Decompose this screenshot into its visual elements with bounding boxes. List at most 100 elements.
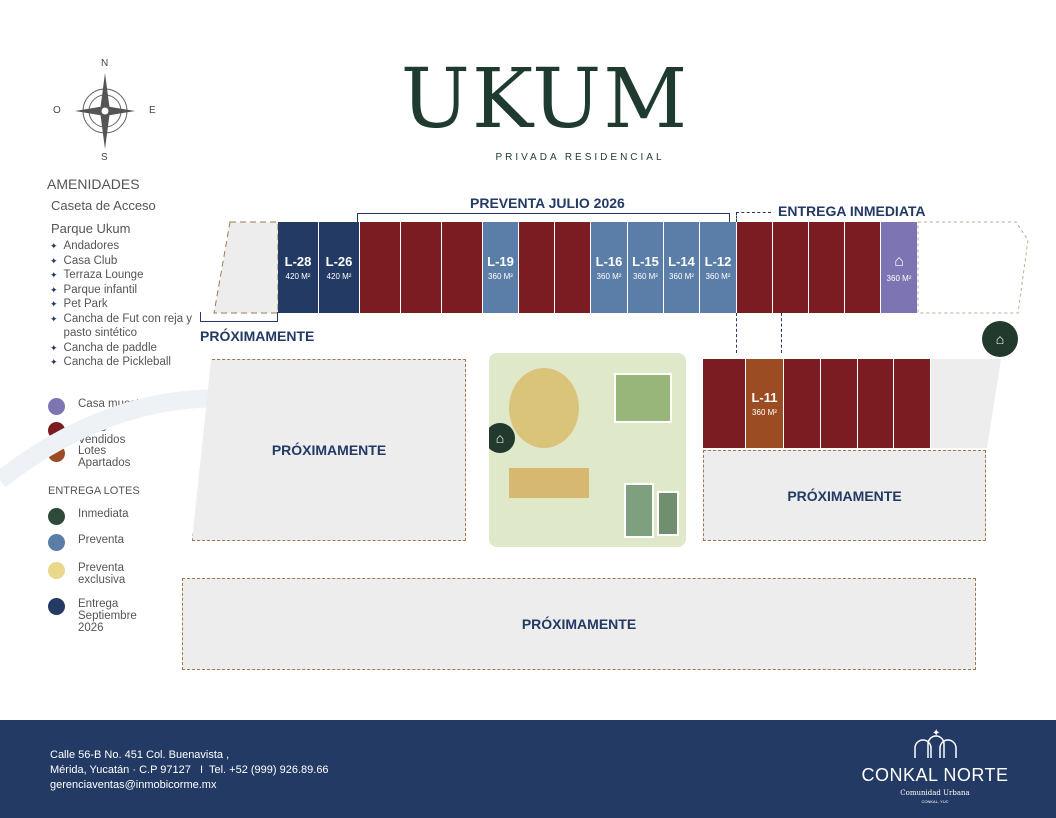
amenities-title: AMENIDADES [47,176,140,192]
star-icon: ✦ [50,270,58,280]
ukum-logo: UKUM PRIVADA RESIDENCIAL [395,50,695,163]
entrega-label: ENTREGA INMEDIATA [778,203,926,219]
star-icon: ✦ [50,255,58,266]
lot-sold[interactable] [773,222,808,313]
star-icon: ✦ [50,342,58,353]
amenity-label: Pet Park [63,298,108,310]
lot-size: 360 M² [752,408,777,417]
lot-id: L-19 [487,254,514,269]
svg-text:✦: ✦ [932,728,940,739]
logo-name: CONKAL NORTE [861,765,1009,785]
star-icon: ✦ [50,313,58,324]
legend-label: Lotes Apartados [78,445,131,469]
zone-proximamente-east[interactable]: PRÓXIMAMENTE [703,450,986,541]
lot-size: 360 M² [886,273,912,283]
lot-sold[interactable] [442,222,482,313]
legend-item: Preventa exclusiva [48,562,153,586]
entrega-bracket-lower [736,313,782,353]
legend-label: Preventa exclusiva [78,562,126,586]
zone-proximamente-south[interactable]: PRÓXIMAMENTE [182,578,976,670]
compass-n: N [101,58,109,69]
lot-sold[interactable] [784,359,820,448]
lot-id: L-15 [632,254,659,269]
soccer-field [614,373,672,423]
proximamente-bracket [200,312,278,322]
footer-address-2: Mérida, Yucatán · C.P 97127 I Tel. +52 (… [50,764,329,776]
amenity-item: ✦ Cancha de Fut con reja y pasto sintétic… [50,312,200,341]
dome-icon: ✦ [914,728,957,758]
footer-email[interactable]: gerenciaventas@inmobicorme.mx [50,779,217,791]
legend-item: Entrega Septiembre 2026 [48,598,153,634]
amenity-park: Parque Ukum [51,221,131,236]
lot-size: 360 M² [596,272,622,281]
logo-sub: Comunidad Urbana [900,789,970,797]
amenity-list: ✦Andadores✦Casa Club✦Terraza Lounge✦Parq… [50,239,200,370]
lot-id: L-26 [325,254,353,269]
parque-ukum[interactable]: ⌂ [489,353,686,547]
zone-label: PRÓXIMAMENTE [271,442,387,458]
zone-label: PRÓXIMAMENTE [521,616,637,632]
compass-w: O [53,105,61,116]
amenity-label: Cancha de Fut con reja y pasto sintético [63,312,193,340]
legend-label: Inmediata [78,508,129,520]
lot-sold[interactable] [519,222,554,313]
lot-size: 360 M² [488,272,513,281]
casa-club-icon: ⌂ [489,423,515,453]
amenity-label: Andadores [63,240,120,252]
lot-l-26[interactable]: L-26 420 M² [319,222,359,313]
lot-id: L-16 [595,254,623,269]
amenity-item: ✦ Cancha de paddle [50,341,200,356]
map-plan: PREVENTA JULIO 2026 ENTREGA INMEDIATA L-… [182,195,1029,670]
lot-size: 420 M² [285,272,311,281]
lot-size: 360 M² [705,272,731,281]
compass: N S E O [53,58,156,163]
lot-size: 360 M² [633,272,658,281]
lot-sold[interactable] [894,359,930,448]
lot-l-28[interactable]: L-28 420 M² [278,222,318,313]
lot-sold[interactable] [401,222,441,313]
amenity-access: Caseta de Acceso [51,198,156,213]
casa-club [509,468,589,498]
footer: Calle 56-B No. 451 Col. Buenavista , Mér… [0,720,1056,818]
star-icon: ✦ [50,299,58,309]
amenity-item: ✦ Terraza Lounge [50,268,200,283]
star-icon: ✦ [50,284,58,295]
star-icon: ✦ [50,241,58,251]
amenity-label: Cancha de paddle [63,341,157,354]
amenity-item: ✦Casa Club [50,254,200,269]
legend-swatch [48,398,65,415]
lot-size: 420 M² [326,272,352,281]
lot-l-19[interactable]: L-19 360 M² [483,222,518,313]
zone-proximamente-west[interactable]: PRÓXIMAMENTE [192,359,466,541]
legend-label: Entrega Septiembre 2026 [78,598,137,634]
lot-id: L-28 [284,254,312,269]
lot-sold[interactable] [845,222,880,313]
legend-swatch [48,508,65,525]
lot-id: L-14 [668,254,695,269]
lot-sold[interactable] [555,222,590,313]
lot-sold[interactable] [737,222,772,313]
lot-casa-muestra[interactable]: ⌂360 M² [881,222,917,313]
legend-item: Preventa [48,534,153,551]
amenity-item: ✦ Andadores [50,239,200,254]
access-gate-icon: ⌂ [982,321,1018,357]
logo-location: CONKAL, YUC [921,799,949,804]
conkal-logo: ✦ CONKAL NORTE Comunidad Urbana CONKAL, … [850,726,1020,804]
legend-item: Inmediata [48,508,153,525]
legend-swatch [48,534,65,551]
lot-sold[interactable] [858,359,893,448]
amenity-label: Terraza Lounge [63,269,144,281]
lot-l-15[interactable]: L-15 360 M² [628,222,663,313]
lot-sold[interactable] [360,222,400,313]
lot-sold[interactable] [821,359,857,448]
lot-sold[interactable] [703,359,745,448]
proximamente-label-top: PRÓXIMAMENTE [200,328,315,344]
preventa-bracket [357,213,730,223]
lot-sold[interactable] [809,222,844,313]
compass-rose-icon [75,73,135,149]
lot-l-16[interactable]: L-16 360 M² [591,222,627,313]
paddle-court [624,483,654,538]
